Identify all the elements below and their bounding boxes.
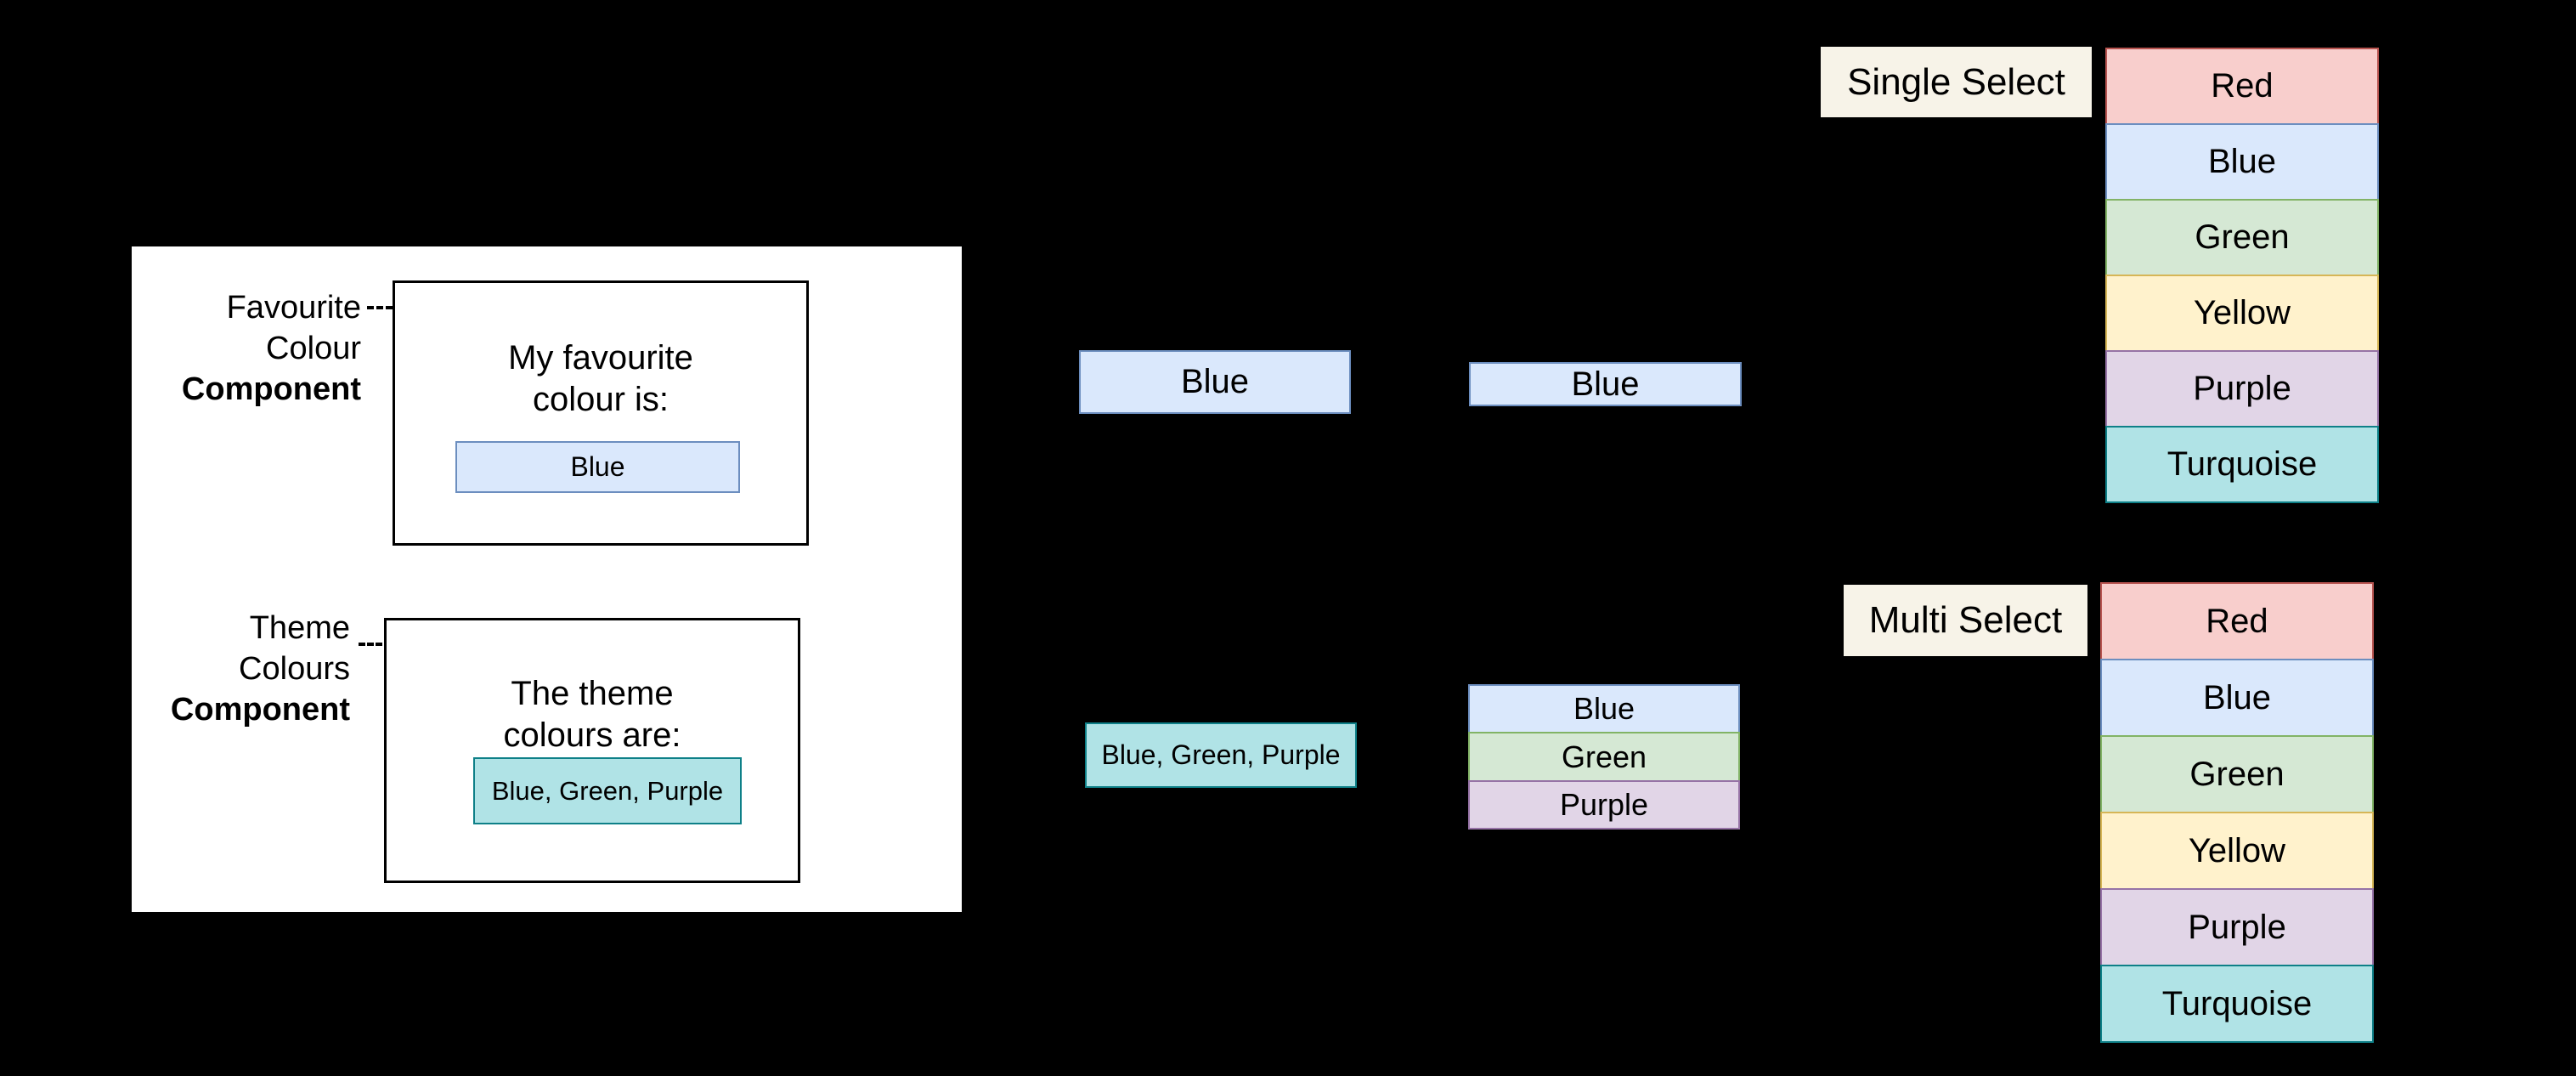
theme-component-text: The theme colours are:	[387, 673, 798, 756]
multi-select-options: Red Blue Green Yellow Purple Turquoise	[2100, 582, 2374, 1043]
favourite-component-text: My favourite colour is:	[395, 337, 806, 421]
stack-item-purple: Purple	[1468, 780, 1740, 830]
stack-item-blue: Blue	[1468, 684, 1740, 733]
option-red: Red	[2105, 48, 2379, 125]
theme-component-box: The theme colours are: Blue, Green, Purp…	[384, 618, 800, 883]
favourite-value-chip: Blue	[455, 441, 740, 493]
option-green: Green	[2100, 735, 2374, 813]
option-yellow: Yellow	[2100, 812, 2374, 890]
option-blue: Blue	[2105, 123, 2379, 201]
single-select-title: Single Select	[1821, 47, 2092, 117]
body-line: colour is:	[532, 381, 669, 418]
label-line: Component	[181, 371, 361, 407]
body-line: The theme	[511, 675, 674, 712]
option-blue: Blue	[2100, 659, 2374, 737]
favourite-component-label: Favourite Colour Component	[153, 287, 361, 410]
option-purple: Purple	[2105, 350, 2379, 428]
dashed-connector	[367, 306, 393, 309]
dashed-connector	[359, 643, 382, 646]
body-line: colours are:	[503, 716, 681, 754]
label-line: Colours	[239, 651, 350, 687]
label-line: Colour	[266, 331, 361, 366]
multi-select-title: Multi Select	[1844, 585, 2087, 656]
favourite-component-box: My favourite colour is: Blue	[393, 280, 809, 546]
components-panel: Favourite Colour Component My favourite …	[132, 246, 962, 912]
option-purple: Purple	[2100, 888, 2374, 966]
option-red: Red	[2100, 582, 2374, 660]
option-turquoise: Turquoise	[2105, 426, 2379, 503]
stack-item-green: Green	[1468, 732, 1740, 782]
label-line: Component	[170, 692, 350, 728]
body-line: My favourite	[508, 339, 693, 377]
single-value-chip-1: Blue	[1079, 350, 1351, 414]
option-yellow: Yellow	[2105, 275, 2379, 352]
multi-value-stack: Blue Green Purple	[1468, 684, 1740, 830]
option-turquoise: Turquoise	[2100, 965, 2374, 1043]
option-green: Green	[2105, 199, 2379, 276]
single-select-options: Red Blue Green Yellow Purple Turquoise	[2105, 48, 2379, 503]
single-value-chip-2: Blue	[1469, 362, 1742, 406]
label-line: Theme	[249, 610, 350, 646]
multi-value-chip: Blue, Green, Purple	[1085, 722, 1357, 788]
theme-component-label: Theme Colours Component	[142, 608, 350, 730]
label-line: Favourite	[226, 290, 361, 326]
theme-value-chip: Blue, Green, Purple	[473, 757, 742, 824]
